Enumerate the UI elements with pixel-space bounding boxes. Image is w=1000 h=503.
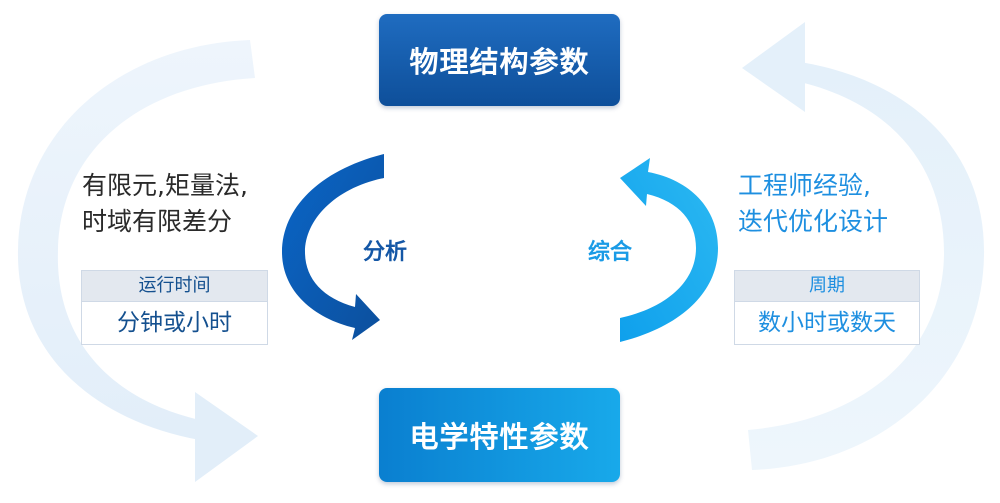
analysis-method-line: 有限元,矩量法, [82, 171, 248, 200]
physical-structure-parameters-box: 物理结构参数 [379, 14, 620, 106]
runtime-table-value: 分钟或小时 [117, 310, 232, 336]
synthesis-method-line: 工程师经验, [738, 171, 871, 200]
synthesis-methods-text: 工程师经验, 迭代优化设计 [738, 168, 978, 240]
analysis-arrow [282, 154, 384, 340]
left-background-arrow [17, 40, 258, 482]
electrical-characteristics-parameters-label: 电学特性参数 [409, 420, 590, 454]
analysis-method-line: 时域有限差分 [82, 207, 233, 236]
cycle-table-value: 数小时或数天 [758, 310, 896, 336]
synthesis-method-line: 迭代优化设计 [738, 207, 889, 236]
runtime-table: 运行时间 分钟或小时 [81, 270, 268, 345]
synthesis-arrow [620, 158, 718, 342]
right-background-arrow [742, 22, 985, 470]
analysis-methods-text: 有限元,矩量法, 时域有限差分 [82, 168, 332, 240]
analysis-label: 分析 [363, 240, 408, 265]
electrical-characteristics-parameters-box: 电学特性参数 [379, 388, 620, 482]
physical-structure-parameters-label: 物理结构参数 [409, 45, 590, 79]
cycle-table: 周期 数小时或数天 [734, 270, 920, 345]
runtime-table-header: 运行时间 [82, 271, 267, 302]
synthesis-label: 综合 [588, 240, 633, 265]
cycle-table-header: 周期 [735, 271, 919, 302]
